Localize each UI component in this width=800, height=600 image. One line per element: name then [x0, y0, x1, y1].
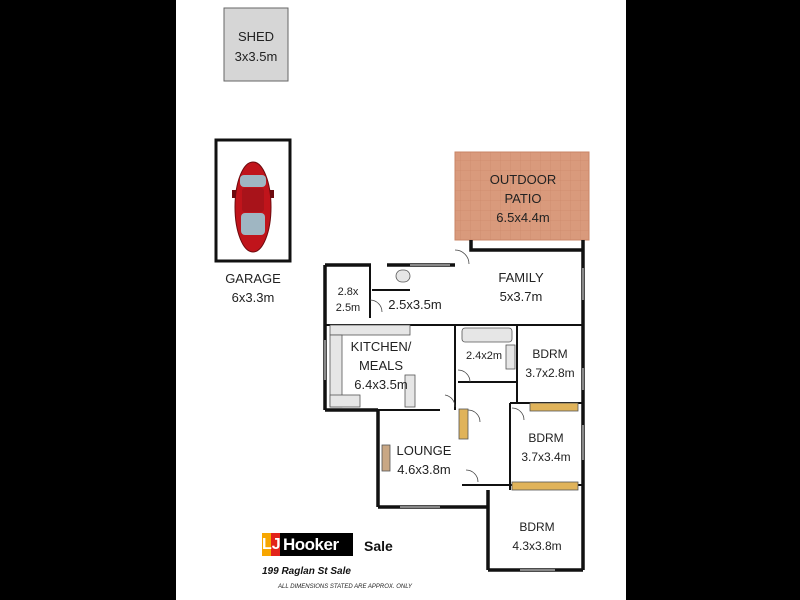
laundry-size-line2: 2.5m: [336, 302, 360, 314]
dimensions-disclaimer: ALL DIMENSIONS STATED ARE APPROX. ONLY: [278, 584, 413, 590]
sale-label: Sale: [364, 538, 393, 554]
logo-mark: LJ: [262, 533, 281, 556]
bath-size: 2.4x2m: [466, 350, 502, 362]
bdrm3-name: BDRM: [519, 520, 554, 534]
lounge-name: LOUNGE: [397, 443, 452, 458]
shed-name: SHED: [238, 29, 274, 44]
fixtures: [329, 269, 579, 491]
shed-outline: [223, 7, 289, 82]
bdrm1-size: 3.7x2.8m: [525, 366, 574, 380]
shed-size: 3x3.5m: [235, 49, 278, 64]
garage-name: GARAGE: [225, 271, 281, 286]
family-size: 5x3.7m: [500, 289, 543, 304]
floorplan-sheet: [176, 0, 626, 600]
bdrm1-name: BDRM: [532, 347, 567, 361]
lounge-size: 4.6x3.8m: [397, 462, 450, 477]
garage-size: 6x3.3m: [232, 290, 275, 305]
patio-area: [454, 151, 590, 241]
bdrm2-name: BDRM: [528, 431, 563, 445]
windows: [324, 264, 584, 571]
car-icon: [232, 161, 274, 253]
bdrm2-size: 3.7x3.4m: [521, 450, 570, 464]
lj-hooker-logo: LJ Hooker: [262, 533, 353, 556]
bdrm3-size: 4.3x3.8m: [512, 539, 561, 553]
laundry-size-line1: 2.8x: [338, 286, 359, 298]
door-swings: [369, 249, 525, 483]
family-name: FAMILY: [498, 270, 544, 285]
kitchen-size: 6.4x3.5m: [354, 377, 407, 392]
utility-size: 2.5x3.5m: [388, 297, 441, 312]
kitchen-name-line2: MEALS: [359, 358, 403, 373]
patio-size: 6.5x4.4m: [496, 210, 549, 225]
kitchen-name-line1: KITCHEN/: [351, 339, 412, 354]
patio-name-line2: PATIO: [504, 191, 541, 206]
patio-name-line1: OUTDOOR: [490, 172, 556, 187]
property-address: 199 Raglan St Sale: [262, 566, 351, 577]
logo-text: Hooker: [283, 534, 339, 554]
